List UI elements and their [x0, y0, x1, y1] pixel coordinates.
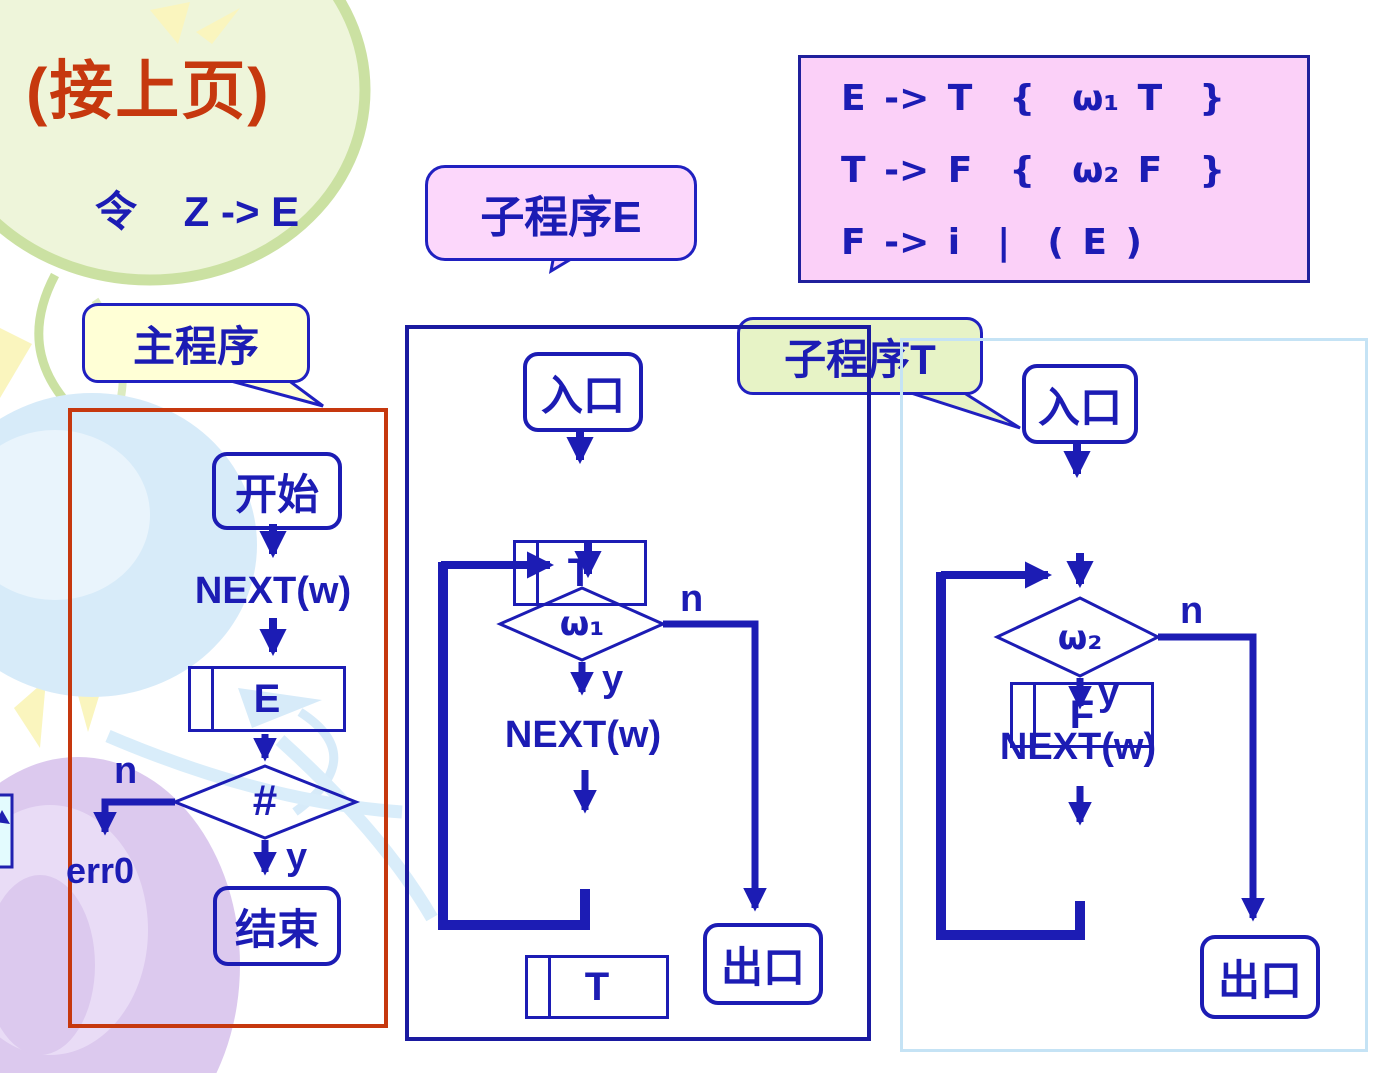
t-y-label: y	[1098, 672, 1120, 714]
grammar-rule-2: T -> F { ω₂ F }	[841, 150, 1225, 191]
e-y-label: y	[602, 658, 624, 700]
subroutine-e-frame	[405, 325, 871, 1041]
main-end-node: 结束	[213, 886, 341, 966]
main-err0-label: err0	[66, 850, 135, 891]
e-call-t-bottom-node: T	[525, 955, 669, 1019]
t-entry-node: 入口	[1022, 364, 1138, 444]
main-call-e-node: E	[188, 666, 346, 732]
grammar-rule-3: F -> i | ( E )	[841, 222, 1142, 263]
e-exit-node: 出口	[703, 923, 823, 1005]
main-y-label: y	[286, 836, 308, 878]
main-cond-label: #	[252, 776, 278, 825]
lead-production: 令 Z -> E	[95, 188, 300, 235]
grammar-box: E -> T { ω₁ T } T -> F { ω₂ F } F -> i |…	[798, 55, 1310, 283]
e-omega1-label: ω₁	[559, 604, 605, 644]
t-exit-node: 出口	[1200, 935, 1320, 1019]
e-n-label: n	[680, 578, 704, 620]
clipped-left-box	[0, 793, 14, 869]
main-start-node: 开始	[212, 452, 342, 530]
t-n-label: n	[1180, 590, 1204, 632]
grammar-rule-1: E -> T { ω₁ T }	[841, 78, 1225, 119]
subroutine-t-callout: 子程序T	[737, 317, 983, 395]
main-program-callout: 主程序	[82, 303, 310, 383]
t-omega2-label: ω₂	[1057, 618, 1103, 658]
main-program-frame	[68, 408, 388, 1028]
clipped-left-box-arrow-icon	[0, 810, 10, 824]
t-call-f-top-node: F	[1010, 682, 1154, 748]
main-n-label: n	[114, 750, 138, 792]
e-entry-node: 入口	[523, 352, 643, 432]
e-call-t-top-node: T	[513, 540, 647, 606]
main-next-label: NEXT(w)	[194, 570, 352, 612]
page-title: (接上页)	[26, 55, 271, 127]
subroutine-e-callout: 子程序E	[425, 165, 697, 261]
t-next-label: NEXT(w)	[999, 726, 1157, 768]
subroutine-t-frame	[900, 338, 1368, 1052]
e-next-label: NEXT(w)	[504, 714, 662, 756]
